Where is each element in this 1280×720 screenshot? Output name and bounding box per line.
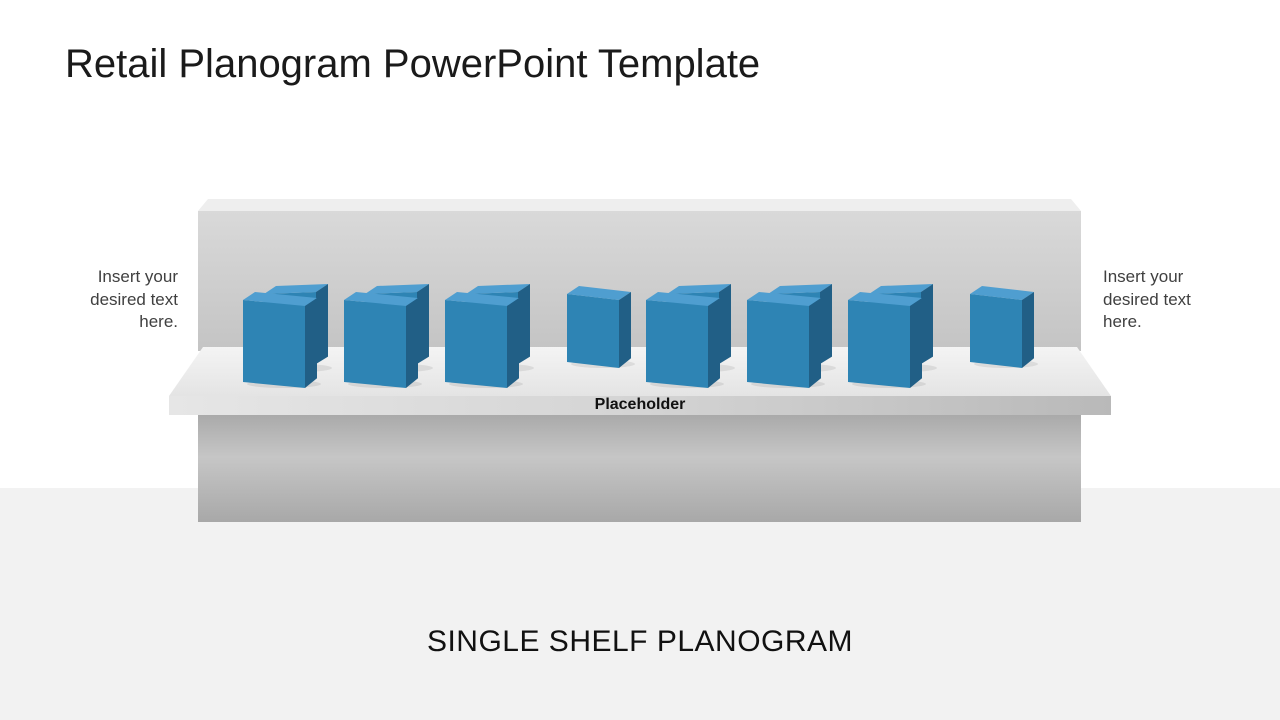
lower-cabinet bbox=[198, 414, 1081, 522]
floor-background bbox=[0, 488, 1280, 720]
left-text-box: Insert your desired text here. bbox=[90, 267, 178, 331]
slide-subtitle: SINGLE SHELF PLANOGRAM bbox=[426, 625, 854, 658]
product-box-front bbox=[243, 292, 321, 388]
product-box bbox=[970, 286, 1038, 368]
product-box-front bbox=[848, 292, 926, 388]
back-panel bbox=[198, 211, 1081, 351]
slide-title: Retail Planogram PowerPoint Template bbox=[65, 42, 761, 86]
shelf-front-edge bbox=[169, 396, 1111, 415]
product-row bbox=[243, 284, 1038, 388]
product-box bbox=[567, 286, 635, 368]
product-box-front bbox=[646, 292, 724, 388]
right-text-box: Insert your desired text here. bbox=[1103, 267, 1191, 331]
product-box-front bbox=[747, 292, 825, 388]
product-box-front bbox=[445, 292, 523, 388]
shelf-label: Placeholder bbox=[594, 396, 686, 413]
back-panel-top bbox=[198, 199, 1081, 211]
product-box-front bbox=[344, 292, 422, 388]
